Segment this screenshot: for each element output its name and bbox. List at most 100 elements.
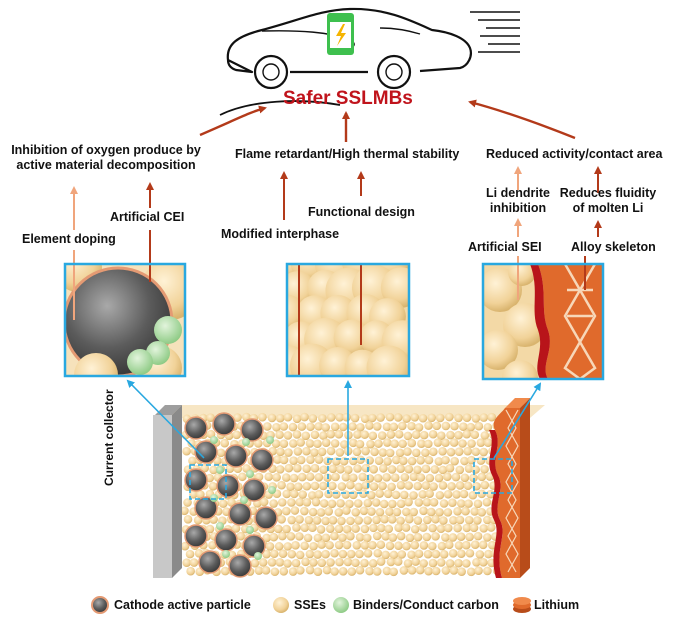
sse-grain (460, 473, 470, 483)
sse-grain (338, 566, 348, 576)
sse-grain (356, 422, 365, 432)
sse-grain (317, 447, 327, 457)
cathode-grain (224, 444, 248, 468)
sse-grain (463, 481, 473, 491)
sse-grain (309, 558, 318, 567)
sse-grain (389, 567, 398, 577)
sse-grain (388, 533, 398, 542)
sse-grain (383, 457, 392, 466)
sse-grain (208, 540, 217, 550)
outcome-arrows (199, 99, 576, 142)
sse-grain (380, 514, 389, 524)
sse-grain (480, 465, 489, 474)
sse-grain (449, 516, 458, 525)
sse-grain (262, 533, 272, 543)
sse-grain (282, 473, 291, 482)
strategy-modified-interphase: Modified interphase (221, 227, 340, 241)
sse-grain (372, 422, 382, 431)
sse-grain (308, 414, 318, 423)
sse-grain (362, 533, 372, 543)
binder-grain (254, 552, 262, 560)
sse-grain (376, 557, 386, 566)
sse-grain (269, 499, 278, 508)
sse-grain (397, 550, 407, 559)
sse-grain (366, 345, 409, 376)
sse-grain (401, 523, 411, 532)
cathode-grain (184, 524, 208, 548)
sse-grain (428, 558, 438, 568)
sse-grain (267, 558, 277, 567)
sse-grain (330, 531, 339, 541)
sse-grain (399, 490, 409, 500)
sse-grain (413, 465, 422, 475)
sse-grain (338, 549, 348, 559)
sse-grain (343, 557, 353, 567)
sse-grain (354, 482, 363, 492)
sse-grain (456, 549, 466, 558)
sse-grain (343, 465, 353, 475)
sse-grain (276, 447, 285, 457)
sse-grain (365, 566, 374, 576)
binder-grain (210, 436, 218, 444)
sse-grain (330, 422, 340, 432)
sse-grain (289, 473, 299, 483)
sse-grain (293, 447, 303, 456)
sse-grain (399, 566, 409, 575)
sse-grain (379, 499, 389, 509)
sse-grain (385, 507, 394, 517)
binder-grain (222, 550, 230, 558)
strategy-artificial-sei: Artificial SEI (468, 240, 542, 254)
cathode-particle-icon (91, 596, 109, 614)
sse-grain (396, 464, 406, 474)
sse-grain (321, 533, 331, 543)
sse-grain (274, 524, 283, 534)
sse-grain (287, 498, 296, 507)
sse-grain (263, 422, 272, 431)
sse-grain (386, 430, 396, 439)
cathode-grain (216, 474, 240, 498)
sse-grain (308, 523, 317, 533)
sse-grain (282, 524, 291, 534)
sse-grain (317, 558, 327, 568)
sse-grain (220, 438, 230, 448)
sse-grain (413, 516, 423, 525)
sse-grain (479, 558, 488, 567)
sse-grain (302, 481, 312, 491)
sse-grain (271, 439, 281, 448)
sse-grain (373, 473, 383, 483)
sse-grain (435, 490, 445, 500)
sse-grain (189, 490, 198, 499)
sse-grain (463, 446, 473, 456)
sse-grain (402, 507, 411, 517)
sse-grain (410, 524, 420, 534)
sse-grain (474, 421, 484, 431)
sse-grain (422, 532, 432, 542)
sse-grain (382, 566, 392, 576)
cathode-heading: Inhibition of oxygen produce by active m… (6, 143, 206, 173)
sse-grain (454, 413, 463, 423)
sse-grain (334, 429, 344, 439)
sse-grain (361, 463, 371, 473)
sse-grain (292, 430, 302, 439)
sse-grain (298, 490, 307, 499)
sse-grain (374, 439, 383, 448)
sse-grain (469, 523, 479, 533)
sse-grain (466, 567, 476, 577)
electrolyte-heading: Flame retardant/High thermal stability (235, 147, 460, 161)
sse-grain (383, 438, 392, 447)
sse-grain (335, 448, 345, 457)
sse-grain (402, 414, 411, 423)
sse-grain (297, 422, 307, 431)
sse-grain (443, 508, 453, 517)
sse-grain (445, 463, 455, 473)
sse-grain (380, 267, 409, 308)
sse-grain (472, 557, 481, 567)
sse-grain (385, 412, 395, 422)
binder-carbon-icon (333, 597, 349, 613)
sse-grain (182, 446, 191, 456)
legend-binder-label: Binders/Conduct carbon (353, 598, 499, 612)
sse-grain (267, 413, 277, 423)
sse-grain (302, 498, 312, 507)
sse-grain (482, 497, 492, 507)
sse-grain (328, 481, 337, 491)
